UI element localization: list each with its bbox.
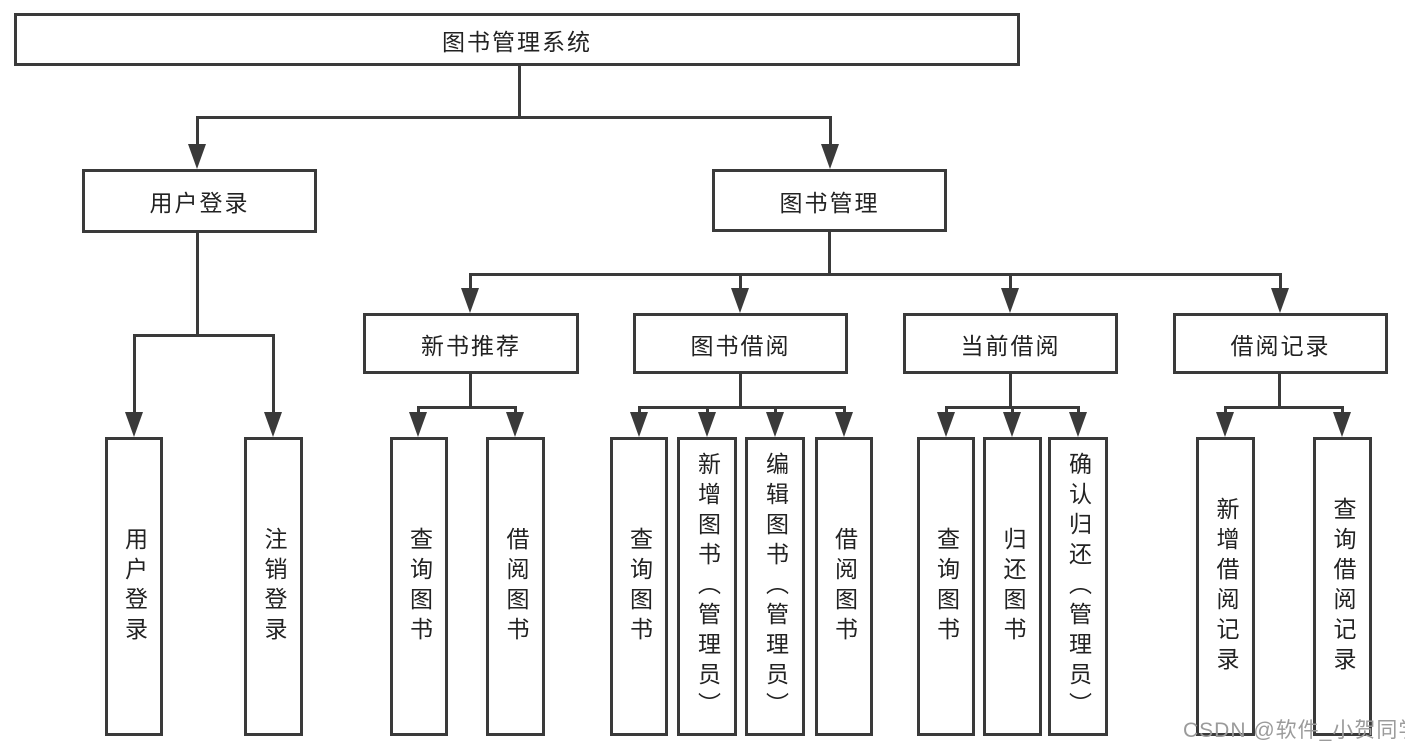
leaf-nb-borrow-books: 借阅图书 [486,437,545,736]
connector-leaf-drop [843,406,846,416]
node-borrow-records-label: 借阅记录 [1230,332,1331,359]
leaf-cb-query-books: 查询图书 [917,437,975,736]
connector-level2-rail [196,116,832,119]
arrow-down [766,412,784,437]
leaf-nb-query-books: 查询图书 [390,437,448,736]
leaf-user-login: 用户登录 [105,437,163,736]
connector-leaf-drop [1279,273,1282,291]
node-root: 图书管理系统 [14,13,1020,66]
node-user-login: 用户登录 [82,169,317,233]
connector-book-borrow-rail [638,406,846,409]
node-user-login-label: 用户登录 [149,190,250,216]
connector-leaf-drop [514,406,517,416]
arrow-down [1003,412,1021,437]
node-book-borrow: 图书借阅 [633,313,848,374]
leaf-bb-borrow-books: 借阅图书 [815,437,873,736]
connector-user-login-rail [133,334,275,337]
leaf-bb-query-books: 查询图书 [610,437,668,736]
connector-leaf-drop [417,406,420,416]
connector-borrow-records-stem [1278,374,1281,409]
arrow-down [188,144,206,169]
connector-leaf-drop [1224,406,1227,416]
leaf-nb-borrow-books-label: 借阅图书 [503,526,529,647]
node-new-books-label: 新书推荐 [421,332,521,359]
leaf-br-add-record: 新增借阅记录 [1196,437,1255,736]
leaf-logout: 注销登录 [244,437,303,736]
leaf-br-query-record: 查询借阅记录 [1313,437,1372,736]
arrow-down [1271,288,1289,313]
connector-leaf-drop [1341,406,1344,416]
arrow-down [698,412,716,437]
leaf-bb-borrow-books-label: 借阅图书 [831,526,858,647]
connector-leaf-drop [133,334,136,415]
connector-level3-rail [469,273,1282,276]
connector-borrow-records-rail [1224,406,1344,409]
connector-user-login-drop [196,116,199,146]
connector-leaf-drop [739,273,742,291]
leaf-br-query-record-label: 查询借阅记录 [1330,496,1356,677]
leaf-bb-query-books-label: 查询图书 [626,526,653,647]
watermark: CSDN @软件_小贺同学 [1183,719,1405,742]
connector-leaf-drop [945,406,948,416]
node-current-borrow: 当前借阅 [903,313,1118,374]
arrow-down [1001,288,1019,313]
arrow-down [125,412,143,437]
leaf-user-login-label: 用户登录 [121,526,148,647]
connector-leaf-drop [638,406,641,416]
arrow-down [821,144,839,169]
connector-leaf-drop [774,406,777,416]
leaf-cb-return-books: 归还图书 [983,437,1042,736]
arrow-down [506,412,524,437]
node-book-mgmt: 图书管理 [712,169,947,232]
connector-leaf-drop [272,334,275,415]
node-book-borrow-label: 图书借阅 [690,332,791,359]
connector-leaf-drop [1009,273,1012,291]
node-borrow-records: 借阅记录 [1173,313,1388,374]
node-new-books: 新书推荐 [363,313,579,374]
connector-new-books-rail [417,406,517,409]
leaf-bb-add-books-admin: 新增图书（管理员） [677,437,737,736]
connector-book-mgmt-stem [828,232,831,276]
leaf-bb-edit-books-admin: 编辑图书（管理员） [745,437,805,736]
connector-leaf-drop [469,273,472,291]
arrow-down [409,412,427,437]
connector-user-login-stem [196,233,199,337]
arrow-down [1216,412,1234,437]
node-current-borrow-label: 当前借阅 [960,332,1061,359]
arrow-down [1333,412,1351,437]
leaf-cb-confirm-return-admin: 确认归还（管理员） [1048,437,1108,736]
leaf-bb-edit-books-admin-label: 编辑图书（管理员） [762,451,789,722]
connector-new-books-stem [469,374,472,409]
arrow-down [264,412,282,437]
arrow-down [835,412,853,437]
arrow-down [630,412,648,437]
leaf-cb-confirm-return-admin-label: 确认归还（管理员） [1065,451,1092,722]
connector-book-borrow-stem [739,374,742,409]
arrow-down [937,412,955,437]
connector-current-borrow-stem [1009,374,1012,409]
node-root-label: 图书管理系统 [442,28,592,55]
connector-leaf-drop [706,406,709,416]
leaf-bb-add-books-admin-label: 新增图书（管理员） [694,451,721,722]
connector-book-mgmt-drop [829,116,832,146]
leaf-nb-query-books-label: 查询图书 [406,526,433,647]
leaf-logout-label: 注销登录 [261,526,287,647]
connector-leaf-drop [1077,406,1080,416]
arrow-down [1069,412,1087,437]
arrow-down [731,288,749,313]
connector-leaf-drop [1011,406,1014,416]
leaf-cb-query-books-label: 查询图书 [933,526,960,647]
node-book-mgmt-label: 图书管理 [779,189,880,216]
arrow-down [461,288,479,313]
leaf-br-add-record-label: 新增借阅记录 [1213,496,1239,677]
connector-root-stem [518,66,521,119]
leaf-cb-return-books-label: 归还图书 [1000,526,1026,647]
